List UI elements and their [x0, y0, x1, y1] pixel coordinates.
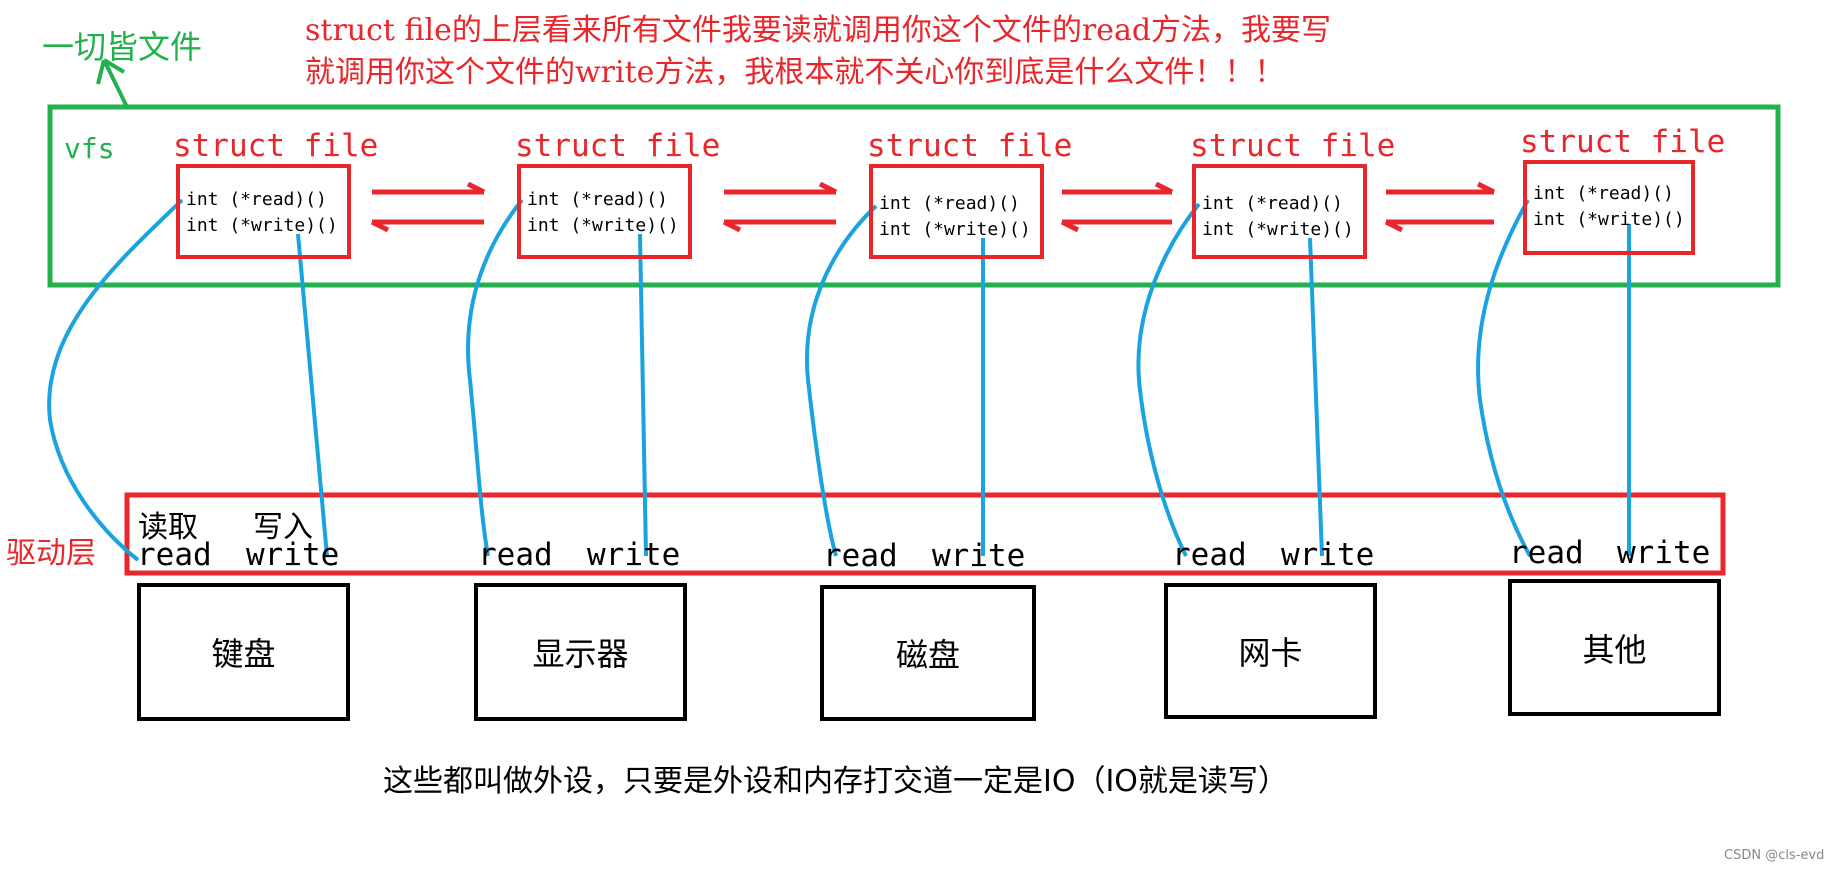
device-label: 显示器 — [532, 635, 629, 673]
driver-write: write — [1617, 535, 1711, 571]
top-note-line-2: 就调用你这个文件的write方法，我根本就不关心你到底是什么文件！！！ — [305, 55, 1285, 90]
read-link-curve — [805, 204, 878, 557]
read-pointer: int (*read)() — [1533, 183, 1674, 204]
driver-write: write — [1281, 537, 1375, 573]
read-link-curve — [47, 198, 184, 562]
struct-file-box: int (*read)() int (*write)() — [517, 164, 692, 259]
struct-file-box: int (*read)() int (*write)() — [1523, 160, 1695, 255]
vfs-frame — [47, 104, 1781, 288]
left-arrow — [1060, 219, 1172, 233]
driver-read: read — [1172, 537, 1247, 573]
left-arrow — [370, 219, 484, 233]
write-link-line — [296, 233, 329, 557]
device-label: 其他 — [1582, 630, 1647, 669]
struct-file-box: int (*read)() int (*write)() — [1192, 164, 1367, 259]
write-pointer: int (*write)() — [879, 219, 1031, 240]
driver-read: read — [137, 537, 212, 573]
write-pointer: int (*write)() — [1533, 209, 1685, 230]
write-pointer: int (*write)() — [186, 215, 338, 236]
driver-write: write — [932, 538, 1026, 574]
driver-read-header: 读取 — [138, 510, 198, 545]
struct-file-title: struct file — [1520, 124, 1726, 160]
struct-file-title: struct file — [867, 128, 1073, 164]
read-pointer: int (*read)() — [186, 189, 327, 210]
device-nic: 网卡 — [1164, 583, 1377, 719]
driver-layer-frame — [124, 492, 1726, 576]
struct-file-box: int (*read)() int (*write)() — [869, 164, 1044, 259]
driver-read: read — [823, 538, 898, 574]
read-link-curve — [1136, 202, 1201, 557]
device-label: 键盘 — [211, 635, 276, 673]
read-pointer: int (*read)() — [1202, 193, 1343, 214]
read-link-curve — [466, 198, 524, 557]
bottom-note: 这些都叫做外设，只要是外设和内存打交道一定是IO（IO就是读写） — [383, 764, 1288, 799]
everything-is-file-label: 一切皆文件 — [42, 28, 203, 66]
watermark: CSDN @cls-evd — [1724, 848, 1825, 863]
read-link-curve — [1476, 199, 1532, 557]
struct-file-title: struct file — [173, 128, 379, 164]
struct-file-title: struct file — [1190, 128, 1396, 164]
driver-write: write — [587, 537, 681, 573]
top-note-line-1: struct file的上层看来所有文件我要读就调用你这个文件的read方法，我… — [305, 13, 1332, 48]
device-label: 磁盘 — [895, 636, 960, 674]
read-pointer: int (*read)() — [879, 193, 1020, 214]
right-arrow — [372, 181, 486, 195]
green-pointer-arrow — [96, 58, 130, 110]
left-arrow — [722, 219, 836, 233]
device-other: 其他 — [1508, 579, 1721, 716]
driver-write: write — [246, 537, 340, 573]
write-link-line — [638, 233, 648, 557]
write-link-line — [1308, 237, 1324, 557]
write-pointer: int (*write)() — [1202, 219, 1354, 240]
read-pointer: int (*read)() — [527, 189, 668, 210]
left-arrow — [1384, 219, 1494, 233]
write-pointer: int (*write)() — [527, 215, 679, 236]
driver-layer-label: 驱动层 — [6, 536, 96, 571]
struct-file-title: struct file — [515, 128, 721, 164]
device-label: 网卡 — [1238, 634, 1303, 672]
right-arrow — [1386, 181, 1496, 195]
struct-file-box: int (*read)() int (*write)() — [176, 164, 351, 259]
right-arrow — [724, 181, 838, 195]
driver-write-header: 写入 — [253, 510, 313, 545]
device-display: 显示器 — [474, 583, 687, 721]
driver-read: read — [1509, 535, 1584, 571]
device-keyboard: 键盘 — [137, 583, 350, 721]
device-disk: 磁盘 — [820, 585, 1036, 721]
driver-read: read — [478, 537, 553, 573]
right-arrow — [1062, 181, 1174, 195]
vfs-label: vfs — [64, 132, 115, 165]
